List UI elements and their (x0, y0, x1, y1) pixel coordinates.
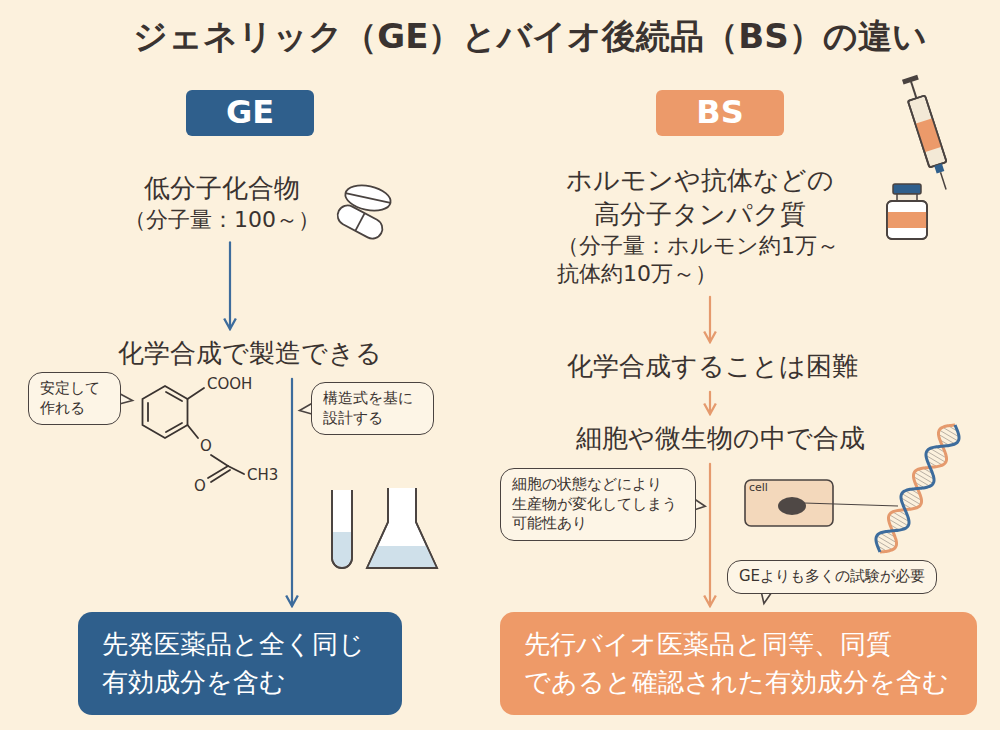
dna-illustration (889, 515, 908, 526)
cell-illustration (745, 480, 898, 526)
node-text: GE (226, 92, 274, 134)
test-tube-illustration (367, 488, 437, 568)
cell-label: cell (749, 481, 768, 494)
structural-formula (143, 386, 245, 482)
dna-illustration (902, 493, 921, 504)
dna-illustration (914, 472, 933, 483)
flow-arrow (709, 297, 711, 342)
cell-illustration (804, 503, 898, 506)
formula-label: COOH (207, 375, 252, 393)
syringe-illustration (908, 95, 947, 167)
vial-illustration (887, 184, 927, 239)
dna-illustration (927, 451, 946, 462)
node-text: 安定して 作れる (40, 379, 109, 418)
flow-text: ホルモンや抗体などの 高分子タンパク質（分子量：ホルモン約1万～ 抗体約10万～… (553, 162, 847, 291)
dna-illustration (876, 425, 959, 552)
vial-illustration (893, 184, 921, 194)
result-box: 先発医薬品と全く同じ 有効成分を含む (78, 612, 402, 715)
vial-illustration (887, 212, 927, 228)
dna-illustration (939, 430, 958, 441)
node-text: 化学合成することは困難 (567, 350, 858, 384)
speech-bubble: 構造式を基に 設計する (311, 382, 434, 435)
flow-text: 化学合成で製造できる (114, 335, 386, 373)
vial-illustration (897, 194, 917, 201)
syringe-illustration (901, 74, 955, 192)
node-text: 先行バイオ医薬品と同等、同質 であると確認された有効成分を含む (524, 626, 953, 701)
node-text: （分子量：ホルモン約1万～ 抗体約10万～） (557, 232, 843, 289)
node-text: （分子量：100～） (124, 206, 320, 235)
column-badge: GE (186, 90, 314, 136)
node-text: 化学合成で製造できる (118, 337, 382, 371)
node-text: GEよりも多くの試験が必要 (739, 567, 925, 587)
node-text: 低分子化合物 (144, 172, 300, 206)
node-text: 先発医薬品と全く同じ 有効成分を含む (102, 626, 378, 701)
syringe-illustration (908, 95, 947, 167)
structural-formula (188, 388, 205, 399)
flow-arrow (709, 464, 711, 606)
flow-text: 化学合成することは困難 (563, 348, 862, 386)
syringe-illustration (941, 172, 947, 189)
syringe-illustration (934, 163, 944, 173)
test-tube-illustration (368, 546, 436, 567)
flow-arrow (291, 379, 293, 606)
column-badge: BS (656, 90, 783, 136)
speech-bubble: GEよりも多くの試験が必要 (727, 560, 937, 594)
dna-illustration (876, 425, 959, 552)
node-text: BS (696, 92, 743, 134)
dna-illustration (877, 536, 896, 547)
formula-label: O (200, 437, 212, 455)
flow-arrow (229, 242, 231, 329)
vial-illustration (887, 201, 927, 239)
test-tube-illustration (367, 488, 437, 568)
pill-illustration (334, 181, 393, 242)
flow-text: 低分子化合物（分子量：100～） (120, 170, 324, 236)
structural-formula (147, 403, 149, 421)
structural-formula (166, 392, 182, 401)
speech-bubble: 細胞の状態などにより 生産物が変化してしまう 可能性あり (500, 468, 697, 541)
syringe-illustration (911, 81, 917, 98)
structural-formula (188, 425, 199, 438)
flow-arrow (709, 392, 711, 414)
syringe-illustration (902, 75, 919, 85)
test-tube-illustration (332, 490, 352, 568)
pill-illustration (334, 202, 386, 242)
node-text: 構造式を基に 設計する (323, 389, 422, 428)
structural-formula (211, 470, 230, 482)
formula-label: O (194, 477, 206, 495)
structural-formula (143, 386, 188, 438)
formula-label: CH3 (247, 466, 278, 484)
structural-formula (211, 455, 228, 466)
pill-illustration (355, 213, 364, 231)
result-box: 先行バイオ医薬品と同等、同質 であると確認された有効成分を含む (500, 612, 977, 715)
node-text: ホルモンや抗体などの 高分子タンパク質 (564, 164, 837, 232)
flow-text: 細胞や微生物の中で合成 (572, 420, 869, 458)
vial-illustration (887, 201, 927, 239)
cell-illustration (778, 497, 806, 515)
pill-illustration (334, 202, 386, 242)
structural-formula (166, 423, 182, 432)
test-tube-illustration (332, 490, 352, 568)
test-tube-illustration (333, 532, 351, 567)
node-text: 細胞や微生物の中で合成 (576, 422, 865, 456)
test-tube-illustration (332, 488, 437, 568)
pill-illustration (346, 193, 391, 203)
node-text: 細胞の状態などにより 生産物が変化してしまう 可能性あり (512, 475, 685, 534)
speech-bubble: 安定して 作れる (28, 372, 121, 425)
structural-formula (228, 466, 244, 474)
structural-formula (208, 466, 228, 478)
diagram-title: ジェネリック（GE）とバイオ後続品（BS）の違い (133, 14, 927, 60)
